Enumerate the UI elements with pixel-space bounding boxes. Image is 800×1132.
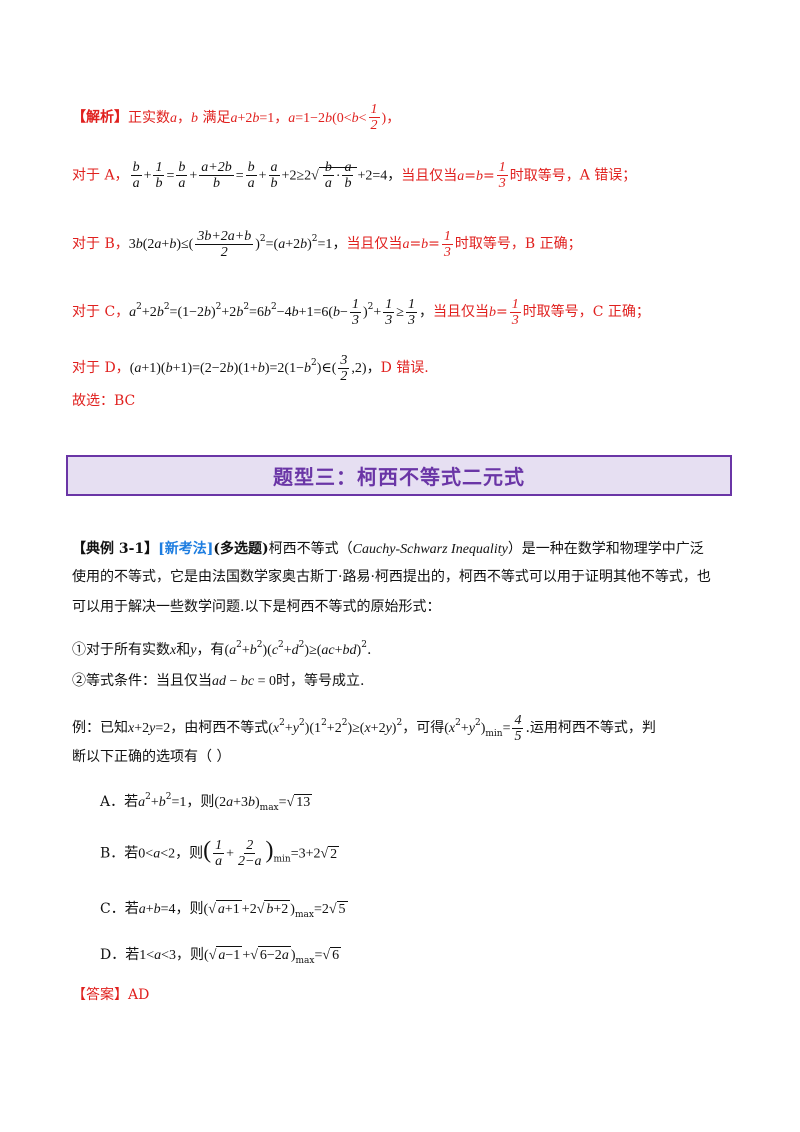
- solution-c-prefix: 对于 C，: [72, 304, 130, 320]
- option-a[interactable]: A．若a2+b2=1，则(2a+3b)max=√13: [100, 792, 313, 813]
- answer-line: 【答案】AD: [72, 984, 728, 1006]
- form-1-line: ①对于所有实数x和y，有(a2+b2)(c2+d2)≥(ac+bd)2.: [72, 640, 372, 658]
- solution-b-prefix: 对于 B，: [72, 236, 129, 252]
- answer-value: AD: [128, 987, 150, 1003]
- example-line-3: 可以用于解决一些数学问题.以下是柯西不等式的原始形式：: [72, 599, 441, 615]
- form-2-line: ②等式条件：当且仅当ad − bc = 0时，等号成立.: [72, 673, 365, 689]
- example-tag: [新考法]: [158, 541, 214, 557]
- example-formula-line: 例：已知x+2y=2，由柯西不等式(x2+y2)(12+22)≥(x+2y)2，…: [72, 712, 656, 744]
- solution-a-result: A 错误；: [579, 167, 637, 184]
- solution-d-result: D 错误.: [380, 360, 429, 376]
- solution-a-prefix: 对于 A，: [72, 167, 129, 184]
- solution-c-result: C 正确；: [592, 304, 650, 320]
- option-c[interactable]: C．若a+b=4，则(√a+1+2√b+2)max=2√5: [100, 900, 348, 920]
- analysis-label: 【解析】: [72, 109, 128, 126]
- example-type: (多选题): [213, 541, 269, 557]
- choice-line: 故选：BC: [72, 393, 136, 409]
- option-d[interactable]: D．若1<a<3，则(√a−1+√6−2a)max=√6: [100, 946, 342, 966]
- solution-d-prefix: 对于 D，: [72, 360, 130, 376]
- section-title: 题型三：柯西不等式二元式: [273, 465, 525, 489]
- example-label: 【典例 3-1】: [72, 541, 159, 557]
- example-intro-line: 【典例 3-1】[新考法](多选题)柯西不等式（Cauchy-Schwarz I…: [72, 541, 704, 557]
- term: Cauchy-Schwarz Inequality: [352, 542, 508, 557]
- answer-label: 【答案】: [72, 987, 128, 1003]
- question-line: 断以下正确的选项有（ ）: [72, 749, 231, 765]
- section-banner: 题型三：柯西不等式二元式: [66, 455, 732, 496]
- example-line-2: 使用的不等式，它是由法国数学家奥古斯丁·路易·柯西提出的，柯西不等式可以用于证明…: [72, 569, 711, 585]
- solution-b-result: B 正确；: [524, 236, 582, 252]
